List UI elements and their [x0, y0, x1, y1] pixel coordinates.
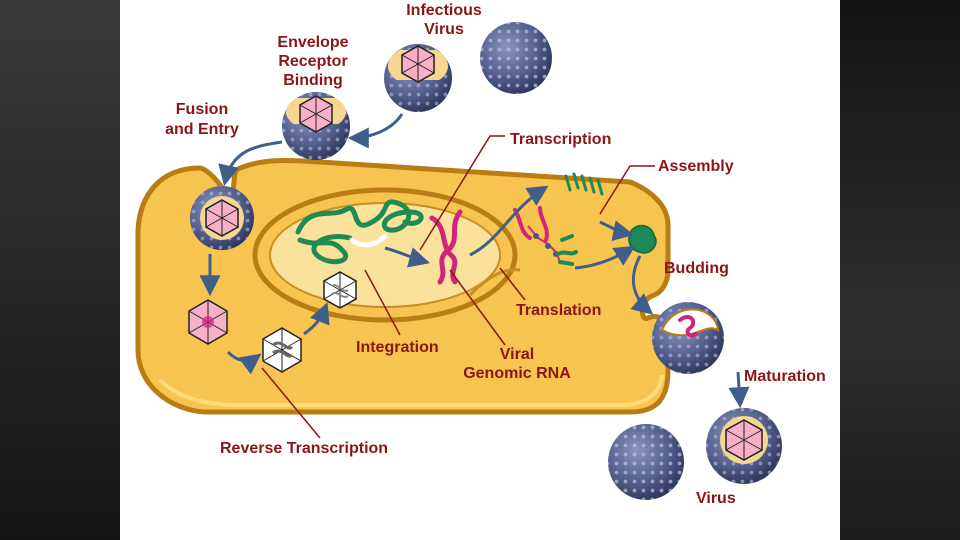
assembly-cluster	[628, 224, 657, 254]
arrow-entry	[347, 113, 404, 149]
reverse-transcribing-capsid-icon	[262, 327, 302, 373]
label-viral: Viral	[500, 346, 534, 363]
capsid-icon	[188, 299, 228, 345]
envelope-proteins	[564, 172, 604, 196]
label-receptor: Receptor	[278, 53, 347, 70]
integrated-dna	[349, 233, 388, 248]
label-transcription: Transcription	[510, 131, 611, 148]
budding-virion	[652, 302, 724, 374]
arrow-translation-to-assembly	[574, 245, 636, 270]
label-integration: Integration	[356, 339, 439, 356]
label-envelope: Envelope	[277, 34, 348, 51]
leader-translation	[499, 267, 526, 301]
arrow-integration	[384, 246, 431, 268]
entering-virion	[282, 92, 350, 160]
label-fusion: Fusion	[176, 101, 228, 118]
nuclear-pore-shadow	[468, 268, 521, 297]
label-virus-bottom: Virus	[696, 490, 736, 507]
host-dna	[295, 199, 424, 265]
arrow-export	[469, 185, 549, 257]
label-reverse-transcription: Reverse Transcription	[220, 440, 388, 457]
arrow-to-nucleus	[303, 302, 330, 336]
label-genomic-rna: Genomic RNA	[463, 365, 571, 382]
right-background-band	[840, 0, 960, 540]
label-maturation: Maturation	[744, 368, 826, 385]
label-and-entry: and Entry	[165, 121, 239, 138]
label-virus-top: Virus	[424, 21, 464, 38]
arrow-fusion	[218, 140, 283, 187]
leader-integration	[364, 269, 401, 336]
leader-assembly	[599, 165, 655, 215]
label-translation: Translation	[516, 302, 601, 319]
arrow-reverse-transcription	[226, 350, 262, 375]
binding-virion	[384, 44, 452, 112]
arrow-maturation	[728, 371, 750, 409]
label-budding: Budding	[664, 260, 729, 277]
leader-reverse-transcription	[261, 367, 321, 439]
mature-virion	[706, 408, 782, 484]
label-assembly: Assembly	[658, 158, 734, 175]
translated-proteins	[556, 234, 578, 266]
leader-viral-rna	[449, 269, 506, 346]
preintegration-capsid-icon	[323, 271, 357, 309]
leader-transcription	[419, 135, 505, 251]
label-infectious: Infectious	[406, 2, 482, 19]
arrow-to-assembly	[599, 220, 635, 241]
label-binding: Binding	[283, 72, 343, 89]
fusing-virion	[190, 186, 254, 250]
cell-highlight	[158, 374, 664, 407]
infectious-virion	[480, 22, 552, 94]
arrow-budding	[630, 255, 654, 315]
released-virion	[608, 424, 684, 500]
left-background-band	[0, 0, 120, 540]
